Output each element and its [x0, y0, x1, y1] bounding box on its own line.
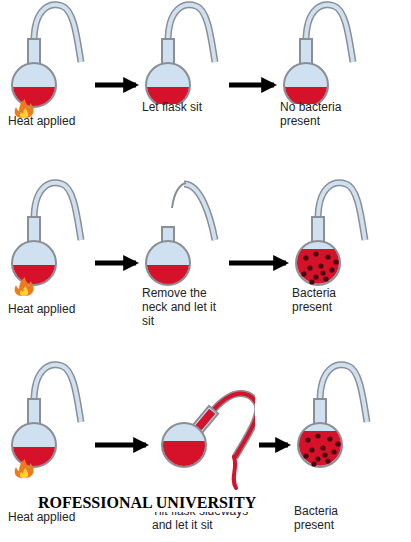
flask-drawing [296, 183, 365, 285]
flame-icon [15, 459, 34, 478]
flask-caption: Heat applied [8, 302, 75, 316]
flame-icon [15, 277, 34, 296]
arrow-connector [95, 261, 136, 266]
flask-illustration [6, 360, 91, 490]
flask-caption: Let flask sit [142, 100, 202, 114]
flask-drawing [162, 380, 255, 488]
flask-drawing [12, 5, 81, 118]
flask-drawing [12, 365, 81, 478]
flask-illustration [278, 0, 363, 104]
flask-illustration [6, 0, 91, 118]
flask-drawing [284, 5, 353, 104]
flask-drawing [146, 183, 215, 285]
watermark-text: ROFESSIONAL UNIVERSITY [36, 494, 258, 512]
flask-node: Heat applied [6, 360, 91, 540]
flask-illustration [6, 178, 91, 306]
arrow-connector [95, 443, 146, 448]
arrow-connector [229, 83, 274, 88]
flask-caption: Heat applied [8, 114, 75, 128]
flask-caption: Bacteria present [292, 286, 375, 314]
flask-caption: Bacteria present [294, 504, 377, 532]
arrow-connector [259, 443, 288, 448]
flask-node: Bacteria present [290, 178, 375, 316]
flask-illustration [140, 0, 225, 104]
flask-node: Heat applied [6, 0, 91, 144]
flask-drawing [298, 365, 367, 467]
flask-illustration [140, 178, 225, 288]
flask-drawing [146, 5, 215, 104]
flask-node: Heat applied [6, 178, 91, 332]
flask-node: Bacteria present [292, 360, 377, 534]
flask-caption: Heat applied [8, 510, 75, 524]
arrow-connector [95, 83, 136, 88]
flask-node: No bacteria present [278, 0, 363, 144]
flask-node: Let flask sit [140, 0, 225, 144]
flask-node: Remove the neck and let it sit [140, 178, 225, 358]
flask-caption: Remove the neck and let it sit [142, 286, 225, 328]
flask-illustration [290, 178, 375, 288]
flask-caption: No bacteria present [280, 100, 363, 128]
flask-illustration [150, 360, 255, 490]
arrow-connector [229, 261, 286, 266]
flask-node: Tilt flask sideways and let it sit [150, 360, 255, 542]
flask-illustration [292, 360, 377, 490]
flask-drawing [12, 183, 81, 296]
